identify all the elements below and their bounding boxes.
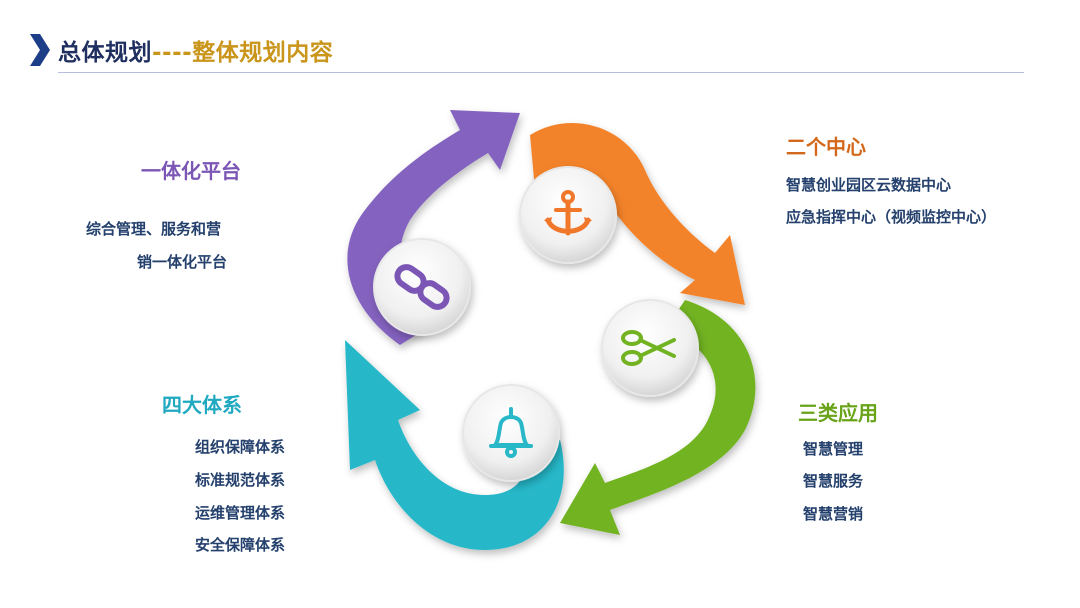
cyan-arrow — [345, 340, 564, 550]
title-divider — [58, 72, 1024, 73]
anchor-icon — [544, 190, 592, 236]
section-line-four-systems-4: 安全保障体系 — [195, 536, 286, 554]
cycle-diagram — [345, 110, 756, 550]
section-line-two-centers-2: 应急指挥中心（视频监控中心） — [786, 208, 997, 226]
section-line-four-systems-3: 运维管理体系 — [195, 504, 286, 522]
section-line-integrated-platform-1: 综合管理、服务和营 — [86, 220, 222, 238]
scissors-icon — [621, 330, 676, 366]
link-icon — [394, 264, 450, 310]
bell-icon — [489, 407, 533, 458]
orange-arrow — [530, 122, 745, 305]
green-arrow — [560, 300, 756, 535]
section-title-two-centers: 二个中心 — [786, 135, 866, 159]
section-line-three-applications-3: 智慧营销 — [803, 505, 864, 523]
page-title: 总体规划----整体规划内容 — [58, 33, 333, 67]
section-line-two-centers-1: 智慧创业园区云数据中心 — [786, 176, 952, 194]
page-title-separator: ---- — [152, 40, 193, 66]
scissors-icon-circle — [601, 299, 699, 397]
section-line-four-systems-2: 标准规范体系 — [195, 471, 286, 489]
section-line-integrated-platform-2: 销一体化平台 — [137, 253, 228, 271]
anchor-icon-circle — [519, 166, 617, 264]
section-line-three-applications-1: 智慧管理 — [803, 440, 864, 458]
section-line-three-applications-2: 智慧服务 — [803, 472, 864, 490]
link-icon-circle — [373, 238, 471, 336]
section-title-three-applications: 三类应用 — [798, 401, 878, 425]
section-title-integrated-platform: 一体化平台 — [141, 159, 241, 183]
section-title-four-systems: 四大体系 — [162, 393, 242, 417]
page-title-main: 总体规划 — [58, 40, 152, 66]
section-line-four-systems-1: 组织保障体系 — [195, 438, 286, 456]
title-arrow-mark — [30, 34, 50, 66]
page-title-subtitle: 整体规划内容 — [192, 40, 334, 66]
bell-icon-circle — [462, 384, 560, 482]
